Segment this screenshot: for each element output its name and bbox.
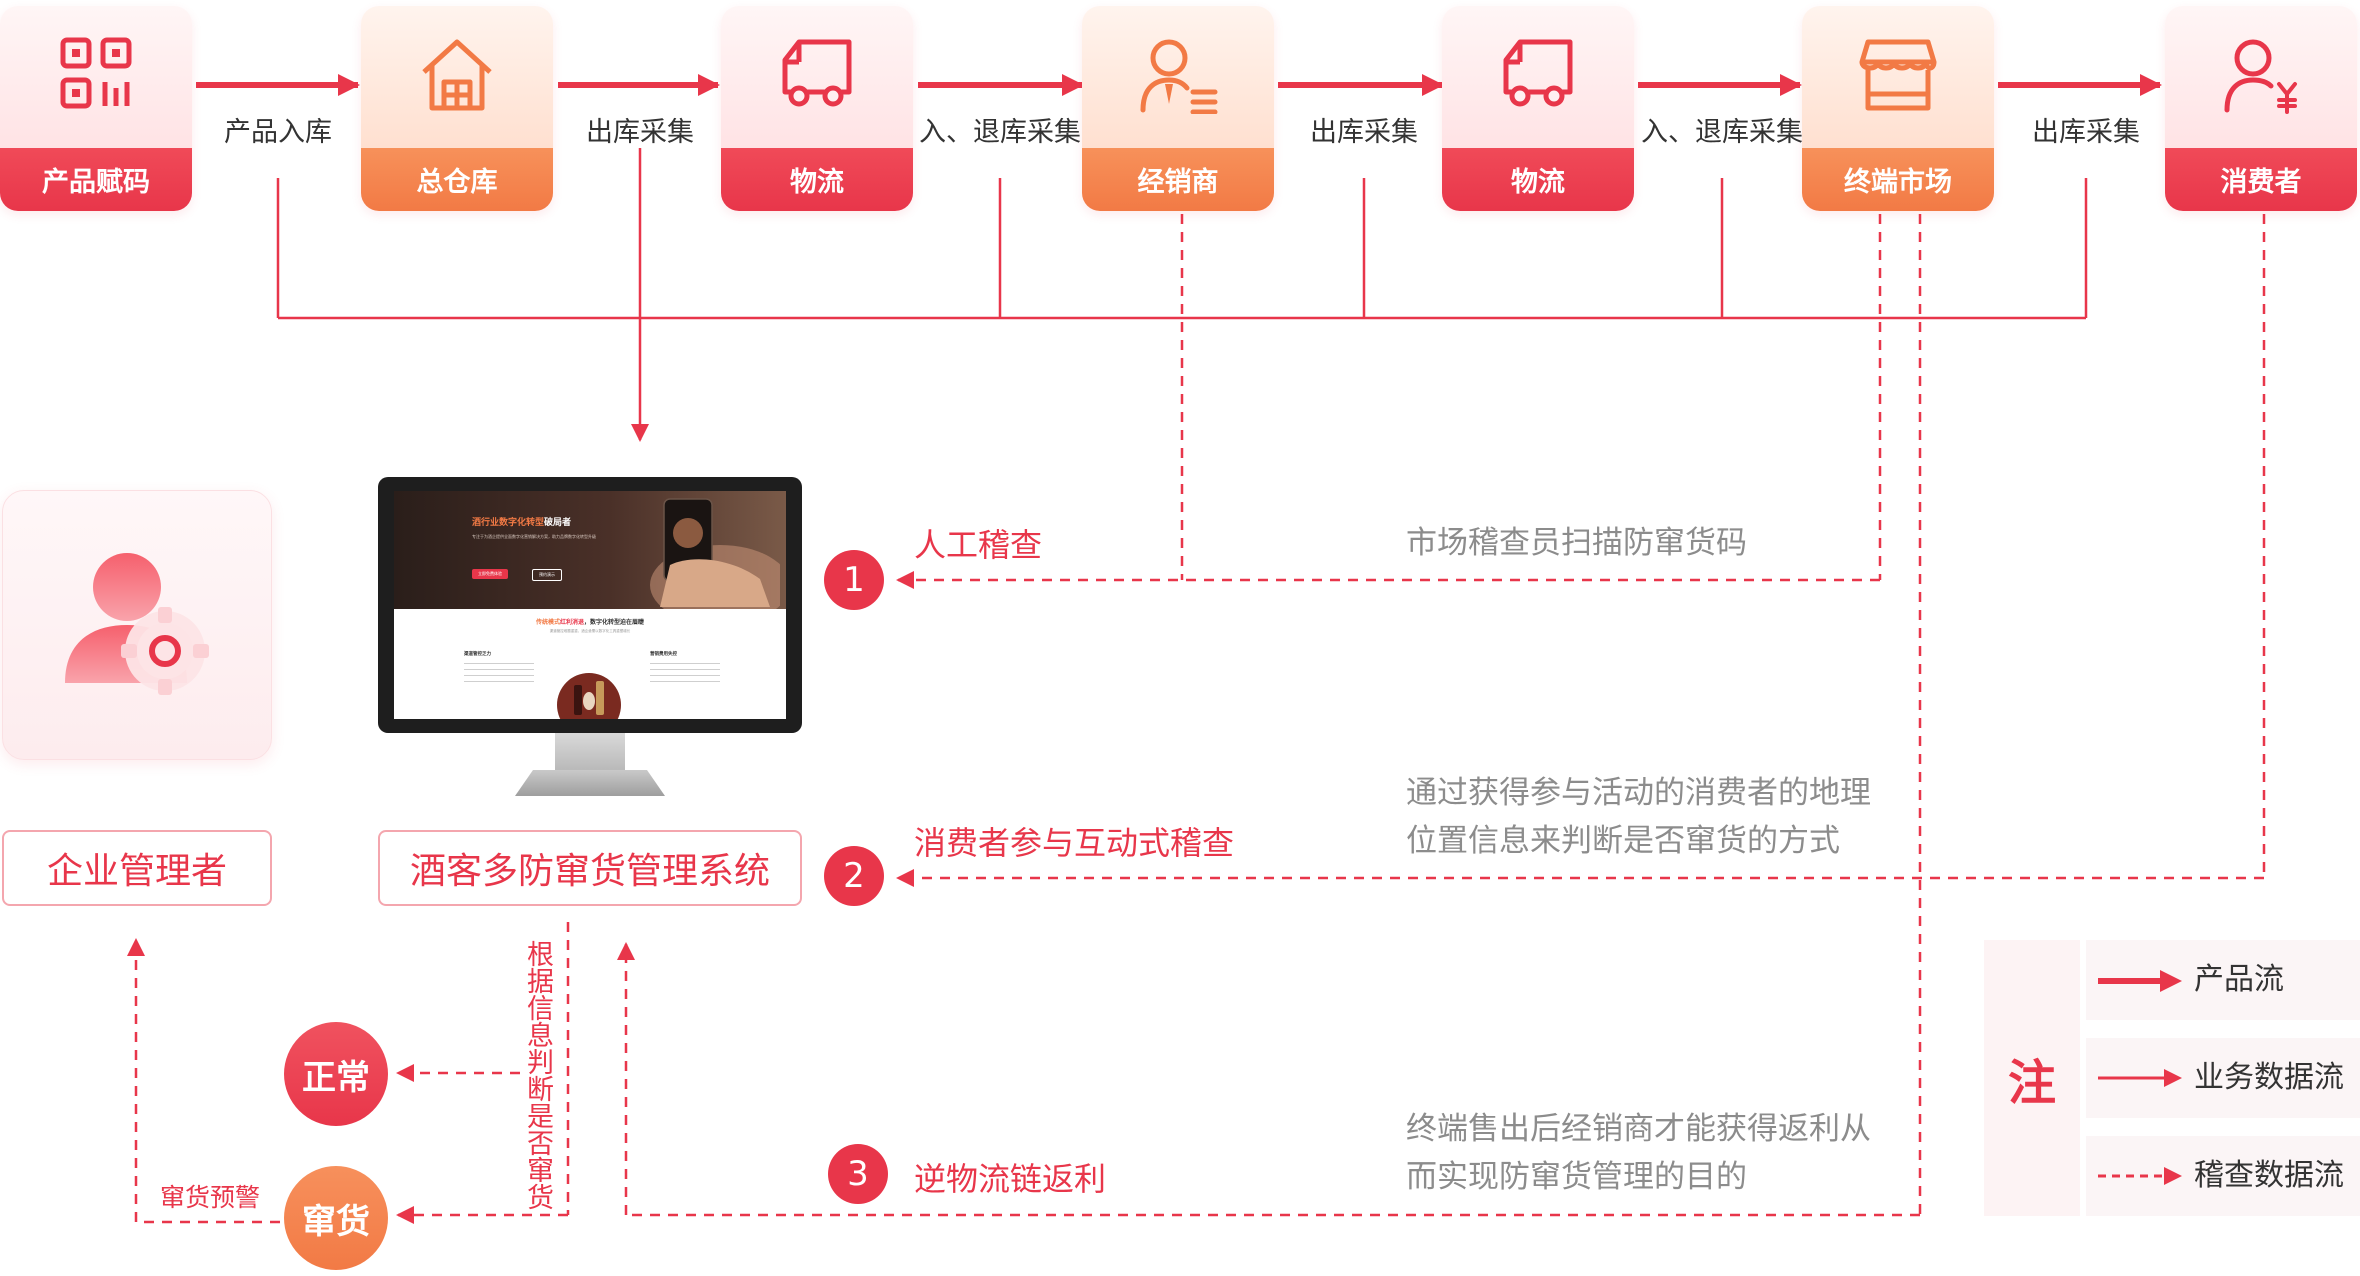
audit-data-lines	[127, 214, 2266, 1224]
flow-node-logistics-2: 物流	[1442, 6, 1634, 211]
edge-label: 出库采集	[586, 117, 694, 148]
flow-node-dealer: 经销商	[1082, 6, 1274, 211]
consumer-icon	[2224, 39, 2297, 114]
hand-phone-image	[650, 498, 780, 609]
screen-section-sub: 渠道管控难题重重，酒企亟需以数字化工具重塑增长	[549, 629, 631, 633]
legend-item-audit-flow: 稽查数据流	[2080, 1136, 2360, 1216]
edge-label: 入、退库采集	[919, 117, 1081, 148]
admin-label: 企业管理者	[2, 830, 272, 906]
legend-note: 注	[1984, 940, 2080, 1216]
store-icon	[1859, 39, 1937, 111]
edge-label: 入、退库采集	[1641, 117, 1803, 148]
legend-thin-arrow	[2098, 1069, 2182, 1087]
audit-desc-2-line-1: 通过获得参与活动的消费者的地理	[1406, 775, 1871, 811]
audit-title-1: 人工稽查	[914, 526, 1043, 564]
flow-node-label: 产品赋码	[0, 148, 192, 211]
audit-desc-3-line-2: 而实现防窜货管理的目的	[1406, 1159, 1747, 1195]
screen-hero-sub: 专注于为酒企提供全面数字化营销解决方案，助力品牌数字化转型升级	[472, 534, 596, 539]
flow-node-label: 经销商	[1082, 148, 1274, 211]
audit-desc-1: 市场稽查员扫描防窜货码	[1406, 525, 1747, 561]
legend-label: 产品流	[2194, 962, 2284, 997]
status-fleeing: 窜货	[284, 1166, 388, 1270]
system-label: 酒客多防窜货管理系统	[378, 830, 802, 906]
business-data-lines	[276, 148, 2088, 442]
edge-label: 出库采集	[2032, 117, 2140, 148]
system-monitor: 酒行业数字化转型破局者 专注于为酒企提供全面数字化营销解决方案，助力品牌数字化转…	[378, 477, 802, 733]
judge-text: 根据信息判断是否窜货	[522, 940, 553, 1210]
audit-number-3: 3	[828, 1144, 888, 1204]
flow-node-label: 终端市场	[1802, 148, 1994, 211]
flow-node-main-warehouse: 总仓库	[361, 6, 553, 211]
truck-icon	[1503, 39, 1573, 107]
screen-hero-title: 酒行业数字化转型	[472, 518, 545, 528]
audit-title-2: 消费者参与互动式稽查	[914, 824, 1235, 862]
truck-icon	[782, 39, 852, 107]
legend-item-business-flow: 业务数据流	[2080, 1038, 2360, 1118]
screen-col-left-text	[464, 663, 534, 687]
flow-node-logistics-1: 物流	[721, 6, 913, 211]
warning-label: 窜货预警	[160, 1183, 261, 1212]
flow-node-terminal-market: 终端市场	[1802, 6, 1994, 211]
flow-node-label: 物流	[721, 148, 913, 211]
dealer-icon	[1140, 39, 1218, 114]
monitor-stand-base	[515, 770, 665, 796]
screen-col-right-text	[650, 663, 720, 687]
flow-node-consumer: 消费者	[2165, 6, 2357, 211]
admin-panel	[2, 490, 272, 760]
qr-code-icon	[60, 37, 132, 109]
status-normal: 正常	[284, 1022, 388, 1126]
edge-label: 出库采集	[1310, 117, 1418, 148]
legend-label: 稽查数据流	[2194, 1158, 2344, 1193]
audit-number-1: 1	[824, 550, 884, 610]
audit-desc-2-line-2: 位置信息来判断是否窜货的方式	[1406, 823, 1840, 859]
audit-number-2: 2	[824, 846, 884, 906]
audit-title-3: 逆物流链返利	[914, 1160, 1107, 1198]
legend-item-product-flow: 产品流	[2080, 940, 2360, 1020]
legend-label: 业务数据流	[2194, 1060, 2344, 1095]
screen-hero-title-b: 破局者	[544, 518, 572, 528]
flow-node-product-coding: 产品赋码	[0, 6, 192, 211]
wine-image	[557, 673, 621, 719]
audit-desc-3-line-1: 终端售出后经销商才能获得返利从	[1406, 1111, 1871, 1147]
screen-btn-primary[interactable]: 立即免费体验	[472, 569, 508, 579]
monitor-stand-neck	[555, 733, 625, 775]
flow-node-label: 物流	[1442, 148, 1634, 211]
edge-label: 产品入库	[224, 117, 332, 148]
screen-col-right-title: 营销费用失控	[650, 652, 677, 657]
monitor-screen: 酒行业数字化转型破局者 专注于为酒企提供全面数字化营销解决方案，助力品牌数字化转…	[394, 491, 786, 719]
screen-col-left-title: 渠道管控乏力	[464, 652, 491, 657]
screen-section-title-c: ，数字化转型迫在眉睫	[584, 619, 645, 626]
flow-node-label: 消费者	[2165, 148, 2357, 211]
screen-hero: 酒行业数字化转型破局者 专注于为酒企提供全面数字化营销解决方案，助力品牌数字化转…	[394, 491, 786, 609]
flow-node-label: 总仓库	[361, 148, 553, 211]
legend-thick-arrow	[2098, 970, 2182, 992]
legend-dashed-arrow	[2098, 1167, 2182, 1185]
admin-gear-icon	[65, 553, 209, 695]
warehouse-icon	[422, 39, 492, 111]
screen-section-title-b: 红利消退	[559, 619, 584, 626]
screen-section-title-a: 传统模式	[535, 619, 560, 626]
screen-btn-secondary[interactable]: 预约演示	[532, 569, 562, 581]
